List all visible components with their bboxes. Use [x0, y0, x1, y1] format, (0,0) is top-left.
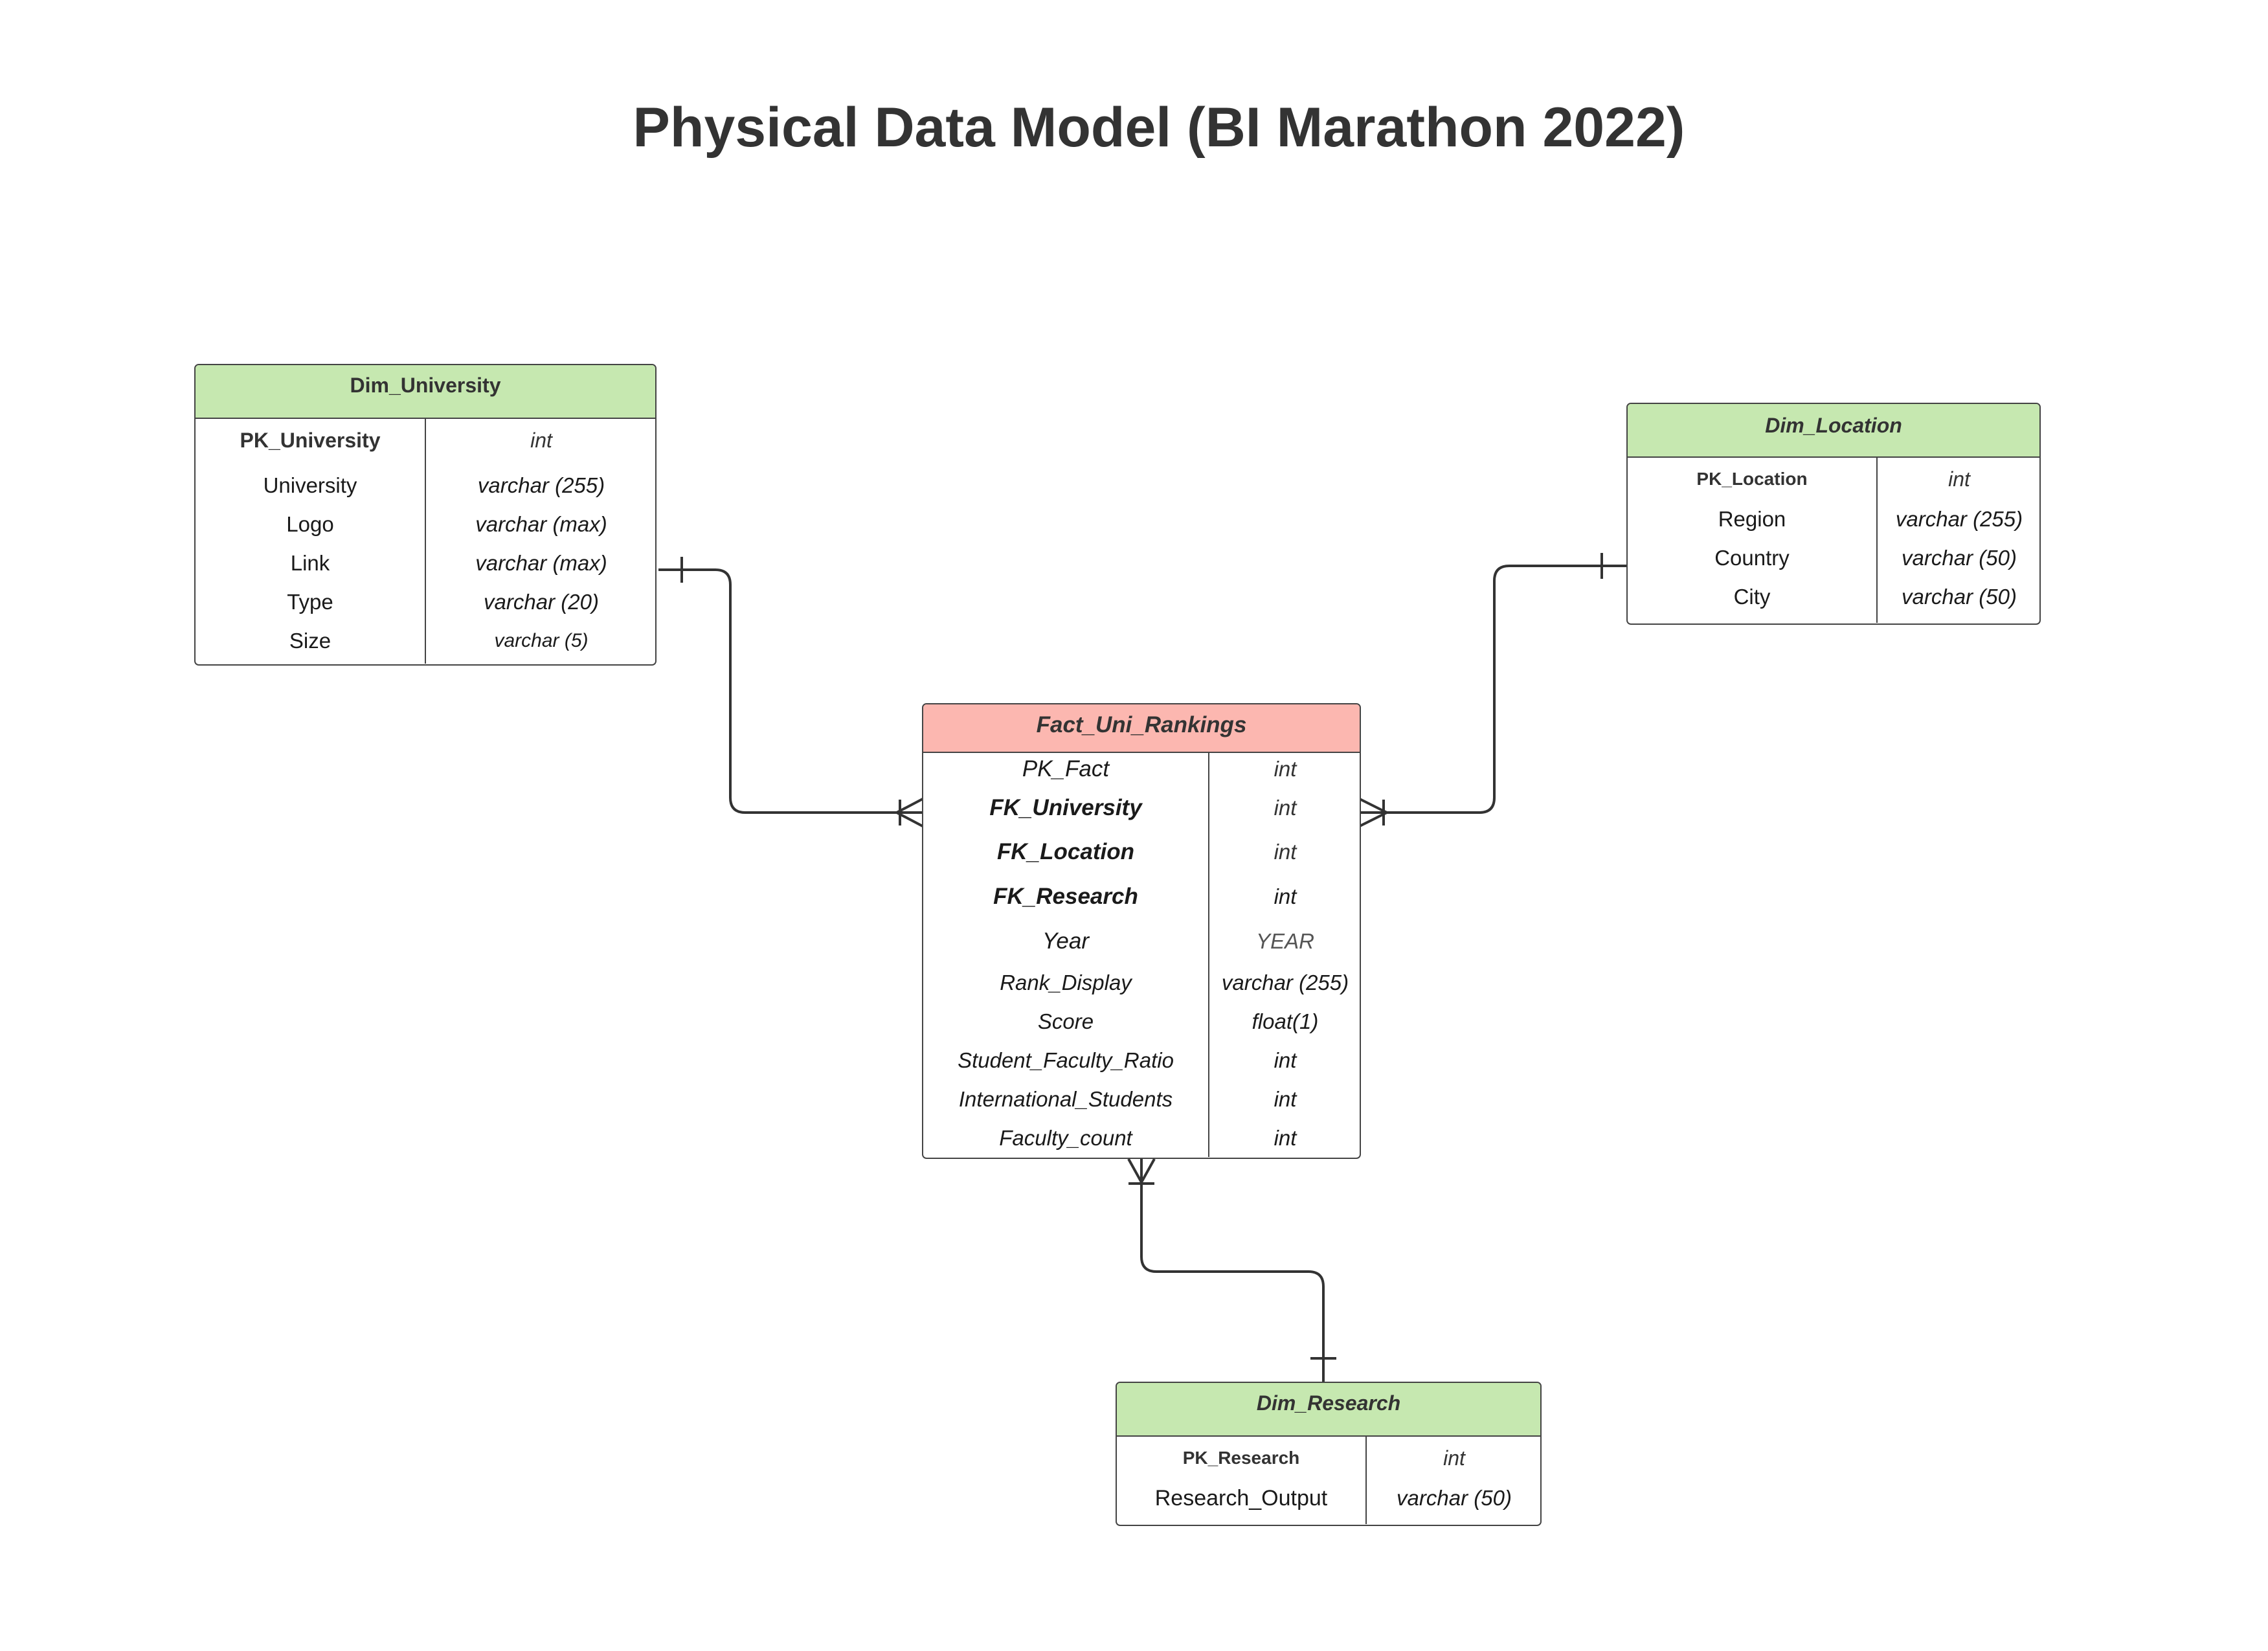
- field-name: PK_Research: [1182, 1448, 1300, 1468]
- table-row: FK_Location int: [923, 836, 1360, 868]
- entity-header: Dim_University: [196, 365, 655, 419]
- table-row: Year YEAR: [923, 925, 1360, 958]
- field-name: Year: [1042, 928, 1089, 954]
- field-type: varchar (5): [494, 630, 589, 651]
- field-type: varchar (255): [477, 473, 605, 497]
- relationship-research-fact[interactable]: [1127, 1158, 1336, 1384]
- table-row: Size varchar (5): [196, 625, 655, 657]
- table-row: PK_University int: [196, 424, 655, 456]
- field-name: University: [263, 473, 357, 497]
- field-name: FK_Location: [997, 839, 1134, 864]
- field-name: FK_Research: [993, 884, 1138, 909]
- field-name: FK_University: [989, 795, 1142, 820]
- relationship-university-fact[interactable]: [658, 557, 923, 827]
- table-row: Research_Output varchar (50): [1117, 1482, 1540, 1514]
- field-type: int: [1274, 1126, 1297, 1150]
- many-marker-research-fact: [1127, 1158, 1156, 1185]
- many-marker-location-fact: [1359, 798, 1387, 827]
- field-name: Link: [290, 551, 330, 575]
- table-row: International_Students int: [923, 1083, 1360, 1116]
- field-name: Country: [1714, 546, 1790, 570]
- field-name: Student_Faculty_Ratio: [958, 1048, 1174, 1072]
- many-marker-university-fact: [896, 798, 923, 827]
- field-name: Region: [1718, 507, 1786, 531]
- column-divider: [1208, 753, 1209, 1157]
- entity-dim-location[interactable]: Dim_Location PK_Location int Region varc…: [1626, 403, 2041, 625]
- field-type: int: [1274, 1048, 1297, 1072]
- relationship-location-fact[interactable]: [1359, 553, 1628, 827]
- field-type: int: [1274, 884, 1297, 908]
- entity-header: Dim_Research: [1117, 1383, 1540, 1437]
- field-type: int: [1274, 796, 1297, 820]
- page-title: Physical Data Model (BI Marathon 2022): [633, 96, 1685, 159]
- field-name: PK_Fact: [1022, 756, 1110, 781]
- field-name: PK_Location: [1696, 469, 1808, 489]
- table-row: Country varchar (50): [1628, 542, 2039, 574]
- field-type: varchar (20): [484, 590, 599, 614]
- field-type: float(1): [1252, 1009, 1319, 1033]
- column-divider: [1876, 458, 1878, 623]
- field-type: varchar (255): [1221, 971, 1349, 994]
- entity-dim-research[interactable]: Dim_Research PK_Research int Research_Ou…: [1116, 1382, 1542, 1526]
- field-type: int: [1274, 757, 1297, 781]
- table-row: PK_Research int: [1117, 1442, 1540, 1474]
- field-type: varchar (max): [475, 512, 607, 536]
- table-row: Faculty_count int: [923, 1122, 1360, 1154]
- entity-fact-uni-rankings[interactable]: Fact_Uni_Rankings PK_Fact int FK_Univers…: [922, 703, 1361, 1159]
- field-type: int: [1274, 1087, 1297, 1111]
- field-type: int: [1948, 467, 1970, 491]
- field-type: int: [1443, 1446, 1465, 1470]
- table-row: Score float(1): [923, 1005, 1360, 1038]
- entity-header: Fact_Uni_Rankings: [923, 704, 1360, 753]
- field-name: Type: [287, 590, 333, 614]
- field-name: City: [1733, 585, 1771, 609]
- field-name: International_Students: [958, 1087, 1173, 1111]
- table-row: Logo varchar (max): [196, 508, 655, 541]
- field-type: varchar (50): [1902, 546, 2017, 570]
- table-row: University varchar (255): [196, 469, 655, 502]
- field-type: varchar (50): [1397, 1486, 1512, 1510]
- field-name: Score: [1037, 1009, 1094, 1033]
- field-name: Research_Output: [1154, 1486, 1328, 1511]
- field-name: Logo: [286, 512, 334, 536]
- table-row: FK_University int: [923, 792, 1360, 824]
- table-row: Region varchar (255): [1628, 503, 2039, 535]
- column-divider: [425, 419, 426, 664]
- field-type: int: [1274, 840, 1297, 864]
- field-type: varchar (50): [1902, 585, 2017, 609]
- table-row: Type varchar (20): [196, 586, 655, 618]
- field-name: Rank_Display: [1000, 971, 1132, 994]
- field-name: PK_University: [240, 429, 381, 452]
- table-row: Link varchar (max): [196, 547, 655, 579]
- field-name: Size: [289, 629, 331, 653]
- table-row: City varchar (50): [1628, 581, 2039, 613]
- table-row: PK_Location int: [1628, 463, 2039, 495]
- entity-dim-university[interactable]: Dim_University PK_University int Univers…: [194, 364, 657, 666]
- table-row: FK_Research int: [923, 881, 1360, 913]
- column-divider: [1365, 1437, 1367, 1524]
- table-row: Student_Faculty_Ratio int: [923, 1044, 1360, 1077]
- field-type: varchar (255): [1895, 507, 2023, 531]
- field-type: varchar (max): [475, 551, 607, 575]
- field-type: YEAR: [1256, 929, 1314, 953]
- table-row: Rank_Display varchar (255): [923, 967, 1360, 999]
- table-row: PK_Fact int: [923, 753, 1360, 785]
- entity-header: Dim_Location: [1628, 404, 2039, 458]
- field-type: int: [530, 429, 552, 452]
- field-name: Faculty_count: [999, 1126, 1132, 1150]
